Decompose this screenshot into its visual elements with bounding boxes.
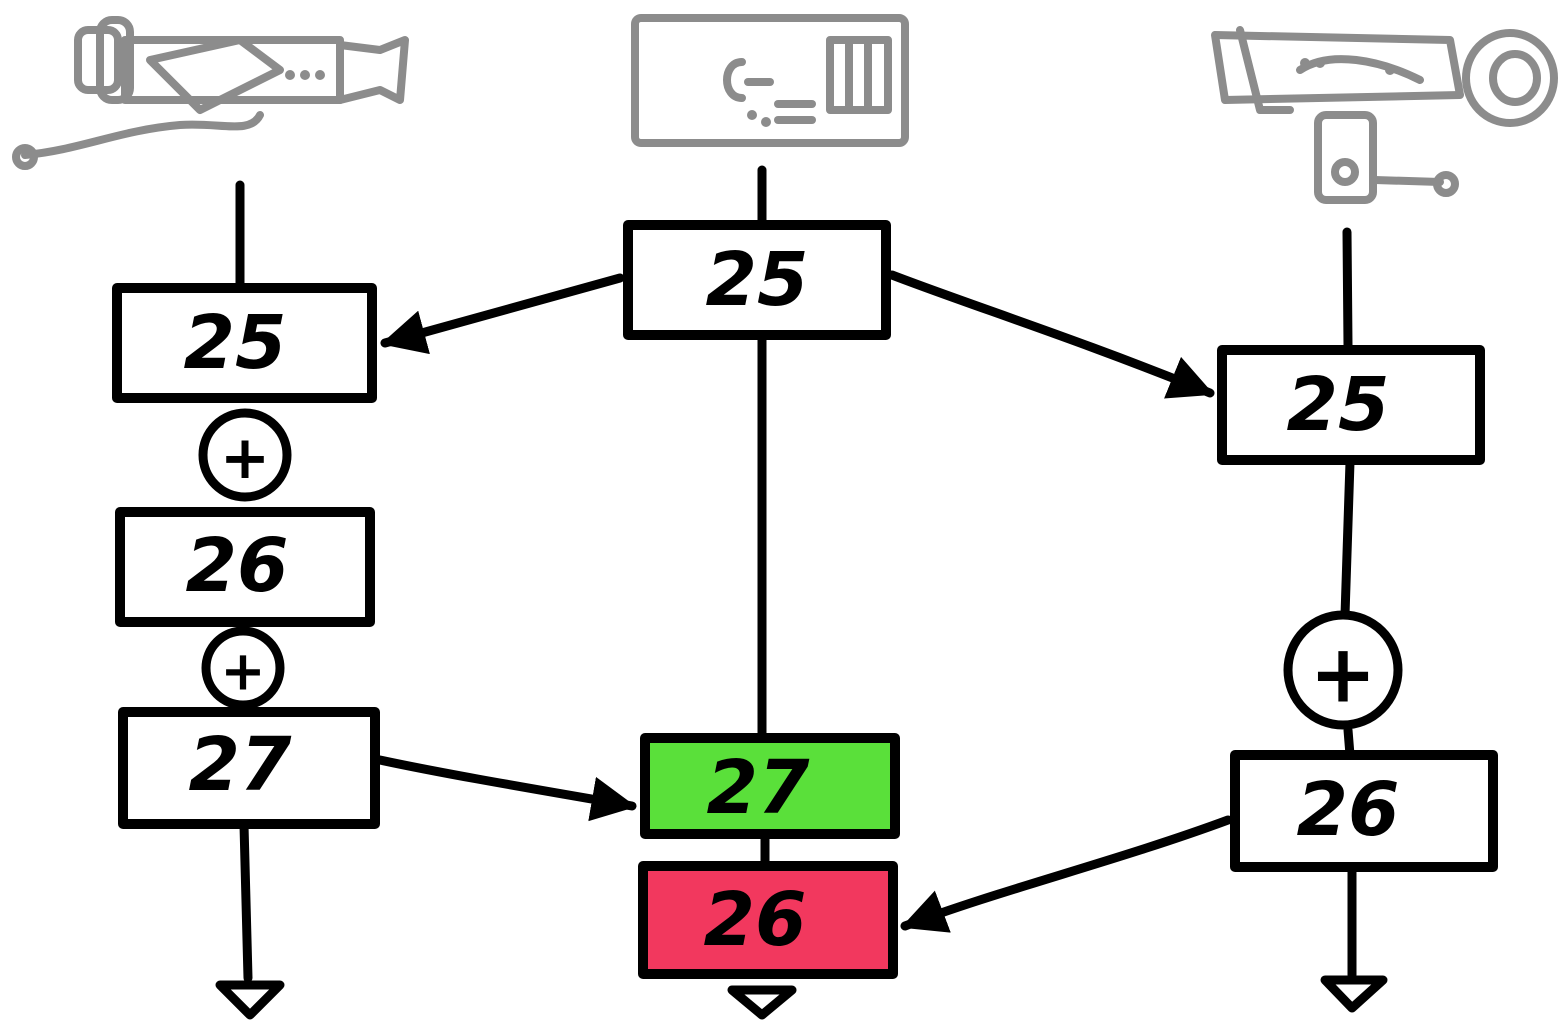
plus-node: + bbox=[201, 626, 285, 710]
block-box-frame bbox=[623, 220, 891, 340]
block-box: 26 bbox=[115, 507, 375, 627]
accepted-block-box: 27 bbox=[640, 733, 900, 839]
block-number: 27 bbox=[707, 745, 810, 831]
satellite-icon bbox=[12, 16, 409, 170]
block-number: 26 bbox=[704, 877, 807, 963]
block-box-frame bbox=[1230, 750, 1498, 872]
down-arrow-icon bbox=[1320, 975, 1388, 1013]
plus-icon: + bbox=[220, 423, 270, 493]
broadcast-arrow bbox=[900, 815, 1233, 933]
block-box: 26 bbox=[1230, 750, 1498, 872]
block-number: 25 bbox=[184, 300, 287, 386]
block-box-frame bbox=[1217, 345, 1485, 465]
broadcast-arrow bbox=[380, 273, 625, 355]
connector-line bbox=[1342, 227, 1353, 350]
broadcast-arrow bbox=[887, 270, 1215, 399]
plus-node: + bbox=[1283, 610, 1403, 730]
connector-line bbox=[1340, 457, 1355, 620]
block-box: 25 bbox=[623, 220, 891, 340]
block-box-frame bbox=[638, 861, 898, 979]
plus-icon: + bbox=[1309, 628, 1376, 721]
block-box-frame bbox=[118, 707, 380, 829]
connector-line bbox=[239, 820, 253, 983]
server-icon bbox=[631, 14, 909, 147]
satellite-icon bbox=[1211, 26, 1558, 204]
block-number: 27 bbox=[189, 722, 292, 808]
block-box: 27 bbox=[118, 707, 380, 829]
plus-icon: + bbox=[220, 640, 265, 703]
broadcast-arrow bbox=[375, 755, 637, 822]
block-number: 26 bbox=[186, 523, 289, 609]
plus-node: + bbox=[198, 408, 292, 502]
block-box: 25 bbox=[1217, 345, 1485, 465]
block-number: 26 bbox=[1297, 767, 1400, 853]
down-arrow-icon bbox=[215, 980, 285, 1020]
block-number: 25 bbox=[706, 237, 809, 323]
block-number: 25 bbox=[1287, 362, 1390, 448]
block-box-frame bbox=[640, 733, 900, 839]
block-box-frame bbox=[115, 507, 375, 627]
block-box-frame bbox=[112, 283, 377, 403]
down-arrow-icon bbox=[727, 985, 797, 1020]
rejected-block-box: 26 bbox=[638, 861, 898, 979]
block-box: 25 bbox=[112, 283, 377, 403]
